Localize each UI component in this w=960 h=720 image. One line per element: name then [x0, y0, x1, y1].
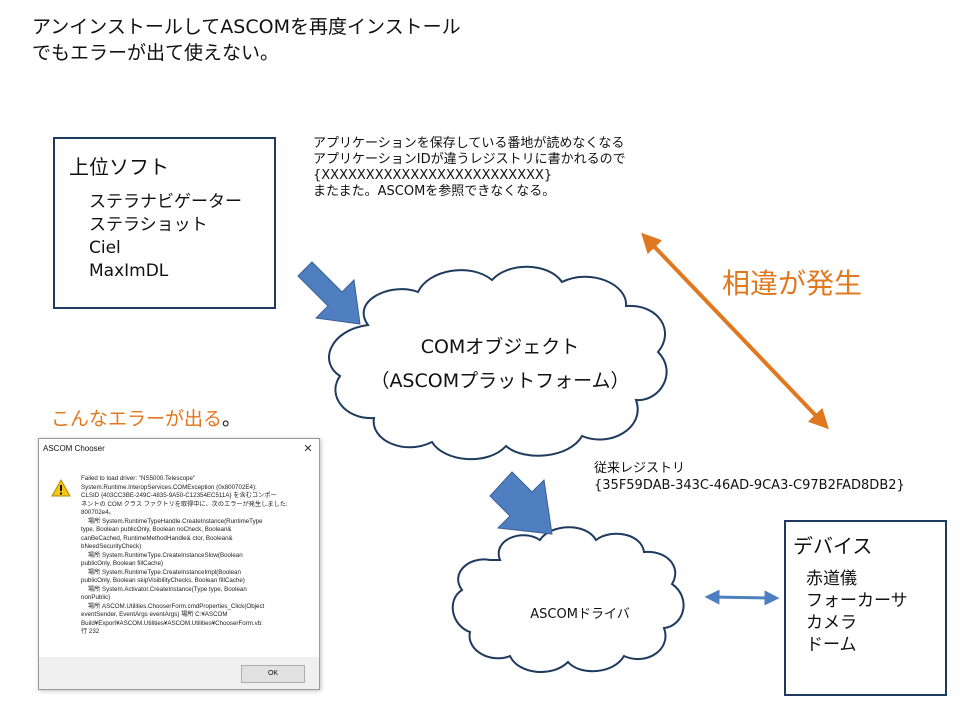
device-list: 赤道儀 フォーカーサ カメラ ドーム [806, 568, 908, 656]
list-item: ステラナビゲーター [89, 192, 242, 212]
driver-device-arrow [704, 589, 780, 606]
list-item: カメラ [806, 613, 857, 633]
difference-label: 相違が発生 [722, 267, 863, 300]
list-item: フォーカーサ [806, 591, 908, 611]
old-registry-value: {35F59DAB-343C-46AD-9CA3-C97B2FAD8DB2} [594, 478, 905, 493]
com-object-label: COMオブジェクト （ASCOMプラットフォーム） [330, 330, 670, 398]
error-caption: こんなエラーが出る。 [51, 404, 241, 431]
ascom-driver-label: ASCOMドライバ [530, 607, 630, 622]
difference-arrow [641, 232, 829, 430]
note-line2: アプリケーションIDが違うレジストリに書かれるので [313, 152, 626, 167]
dialog-title: ASCOM Chooser [43, 444, 105, 453]
dialog-titlebar[interactable]: ASCOM Chooser ✕ [39, 439, 319, 461]
device-box: デバイス 赤道儀 フォーカーサ カメラ ドーム [784, 520, 947, 696]
upper-software-box: 上位ソフト ステラナビゲーター ステラショット Ciel MaxImDL [53, 137, 276, 309]
note-line1: アプリケーションを保存している番地が読めなくなる [313, 136, 625, 151]
list-item: ステラショット [89, 215, 208, 235]
warning-icon [51, 479, 71, 497]
error-caption-text: こんなエラーが出る [51, 408, 223, 430]
old-registry-label: 従来レジストリ [594, 461, 686, 476]
upper-software-title: 上位ソフト [69, 155, 169, 179]
com-object-line2: （ASCOMプラットフォーム） [370, 370, 630, 392]
dialog-body: Failed to load driver: "NS5000.Telescope… [39, 461, 319, 657]
arrow-com-to-driver [489, 471, 553, 535]
ascom-driver-cloud [451, 526, 685, 674]
com-object-cloud [328, 265, 668, 460]
dialog-message: Failed to load driver: "NS5000.Telescope… [81, 475, 288, 635]
old-registry: 従来レジストリ {35F59DAB-343C-46AD-9CA3-C97B2FA… [594, 460, 905, 494]
slide-title-line1: アンインストールしてASCOMを再度インストール [32, 16, 461, 38]
list-item: MaxImDL [89, 261, 169, 281]
slide-title: アンインストールしてASCOMを再度インストール でもエラーが出て使えない。 [32, 14, 461, 66]
arrow-upper-to-com [297, 261, 361, 325]
ascom-chooser-dialog: ASCOM Chooser ✕ Failed to load driver: "… [38, 438, 320, 690]
dialog-footer: OK [39, 657, 319, 689]
list-item: ドーム [806, 635, 857, 655]
error-caption-dot: 。 [222, 408, 242, 430]
com-object-line1: COMオブジェクト [420, 336, 580, 358]
note-line3: {XXXXXXXXXXXXXXXXXXXXXXXXX} [313, 168, 553, 183]
list-item: 赤道儀 [806, 569, 857, 589]
device-title: デバイス [793, 534, 873, 558]
ok-button[interactable]: OK [241, 665, 305, 683]
note-line4: またまた。ASCOMを参照できなくなる。 [313, 184, 556, 199]
explanation-note: アプリケーションを保存している番地が読めなくなる アプリケーションIDが違うレジ… [313, 136, 626, 200]
list-item: Ciel [89, 238, 121, 258]
upper-software-list: ステラナビゲーター ステラショット Ciel MaxImDL [89, 191, 242, 283]
close-icon[interactable]: ✕ [303, 442, 313, 455]
slide-title-line2: でもエラーが出て使えない。 [32, 42, 280, 64]
